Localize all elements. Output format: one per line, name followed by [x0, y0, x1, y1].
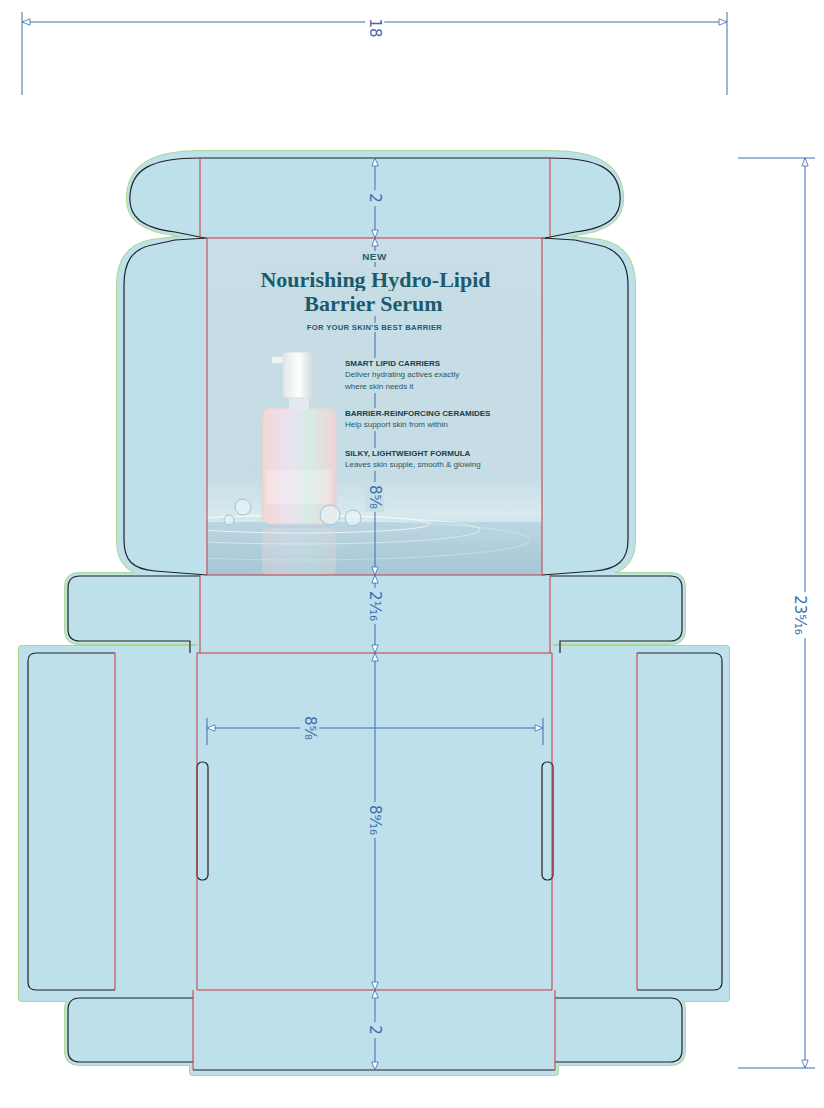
board-piece	[555, 998, 682, 1062]
bleed-piece	[22, 649, 726, 998]
board-piece	[550, 576, 682, 641]
bottle-label	[266, 470, 332, 504]
dimension-label: 8⁹⁄₁₆	[366, 802, 385, 838]
bleed-piece	[193, 990, 555, 1072]
board-piece	[68, 998, 193, 1062]
dimension-label: 23⁵⁄₁₆	[791, 592, 810, 638]
board-piece	[120, 238, 632, 575]
artwork-background	[207, 238, 542, 575]
water-droplet	[235, 499, 251, 515]
pump-nozzle	[272, 357, 283, 363]
feature-body: Deliver hydrating actives exactly where …	[345, 369, 467, 393]
bleed-piece	[555, 998, 682, 1062]
cut-line	[68, 576, 200, 653]
serum-illustration	[207, 238, 542, 575]
feature-body: Help support skin from within	[345, 419, 525, 431]
dimension-label: 8⁵⁄₈	[301, 713, 320, 743]
cut-line	[130, 158, 620, 238]
feature-heading: SILKY, LIGHTWEIGHT FORMULA	[345, 448, 535, 459]
board-piece	[22, 649, 726, 998]
kicker-text: NEW	[207, 250, 542, 263]
cut-line	[542, 238, 628, 575]
cut-line	[124, 238, 207, 575]
water-droplet	[224, 515, 234, 525]
water-droplet	[345, 510, 361, 526]
bleed-piece	[130, 154, 620, 238]
water-droplet	[320, 505, 340, 525]
extension-line	[22, 12, 727, 95]
feature-heading: BARRIER-REINFORCING CERAMIDES	[345, 408, 535, 419]
cut-lines	[28, 158, 722, 1070]
dimension-label: 18	[366, 15, 385, 40]
cut-line	[68, 998, 193, 1062]
feature-heading: SMART LIPID CARRIERS	[345, 358, 535, 369]
dimension-label: 2	[366, 190, 385, 206]
feature-body: Leaves skin supple, smooth & glowing	[345, 459, 525, 471]
bottle-reflection	[262, 528, 336, 575]
artwork-panel: NEW Nourishing Hydro-Lipid Barrier SerumF…	[207, 238, 542, 575]
board-fill	[22, 154, 726, 1072]
dimension-line	[207, 728, 543, 729]
product-title: Nourishing Hydro-Lipid Barrier Serum	[244, 268, 505, 316]
dimension-lines	[22, 12, 815, 1070]
board-piece	[193, 990, 555, 1072]
water-ripple	[207, 520, 530, 560]
extension-line	[738, 158, 815, 1068]
bleed-piece	[120, 238, 632, 575]
cut-line	[193, 1069, 555, 1070]
extension-line	[207, 718, 543, 745]
board-piece	[200, 575, 550, 653]
tagline: FOR YOUR SKIN'S BEST BARRIER	[207, 322, 542, 333]
dimension-label: 2¹⁄₁₆	[366, 588, 385, 624]
cut-line	[637, 653, 722, 990]
bleed-piece	[550, 576, 682, 641]
bleed-piece	[200, 575, 550, 653]
cut-line	[28, 653, 115, 990]
cut-line	[550, 576, 682, 653]
slot-cut	[197, 762, 208, 880]
bleed-piece	[68, 576, 200, 641]
bleed-outline	[22, 154, 726, 1072]
board-piece	[68, 576, 200, 641]
dimension-label: 2	[366, 1022, 385, 1038]
bleed-piece	[68, 998, 193, 1062]
slot-cut	[542, 762, 553, 880]
dimension-label: 8⁵⁄₈	[366, 482, 385, 512]
cut-line	[555, 998, 682, 1062]
bottle-pump	[283, 352, 315, 398]
board-piece	[130, 154, 620, 238]
crease-lines	[115, 158, 637, 1070]
